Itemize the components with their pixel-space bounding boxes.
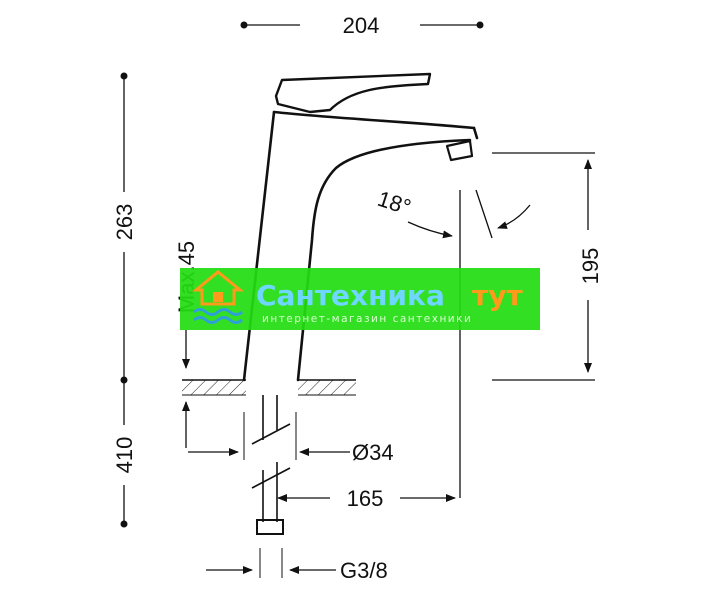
dim-diameter: Ø34 (188, 412, 394, 465)
brand-accent: тут (472, 279, 523, 312)
thread-label: G3/8 (340, 558, 388, 583)
dim-reach: 165 (277, 486, 456, 511)
dim-total-height: 263 (112, 72, 137, 384)
countertop (182, 379, 356, 396)
reach-label: 165 (347, 486, 384, 511)
total-height-label: 263 (112, 204, 137, 241)
dim-width-top: 204 (240, 13, 484, 38)
bottom-height-label: 410 (112, 437, 137, 474)
faucet-body (242, 72, 479, 382)
brand-main: Сантехника (256, 279, 445, 312)
angle-label: 18° (375, 186, 414, 220)
width-top-label: 204 (343, 13, 380, 38)
spout-height-label: 195 (578, 248, 603, 285)
dim-angle: 18° (375, 186, 531, 498)
supply-pipe (251, 395, 291, 535)
dim-thread: G3/8 (206, 548, 388, 583)
diameter-label: Ø34 (352, 440, 394, 465)
house-waves-logo (191, 270, 245, 324)
brand-tagline: интернет-магазин сантехники (262, 313, 472, 325)
watermark-banner: Сантехника тут интернет-магазин сантехни… (180, 268, 540, 330)
dim-spout-height: 195 (492, 152, 603, 381)
dim-bottom-height: 410 (112, 380, 137, 528)
